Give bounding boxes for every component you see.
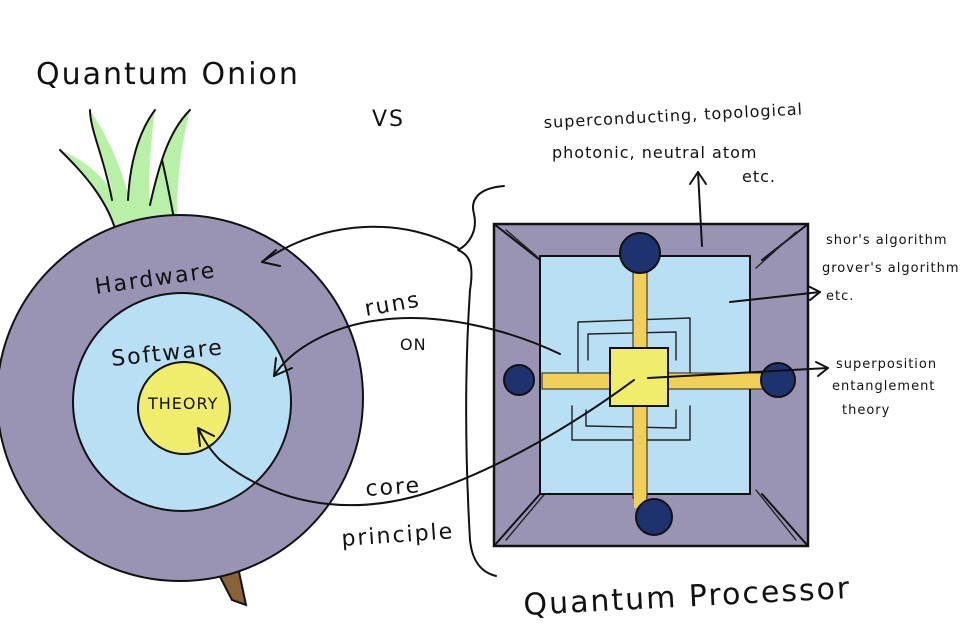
theory-terms-annotation: superposition entanglement theory (832, 357, 937, 418)
hardware-types-line-2: photonic, neutral atom (552, 143, 757, 162)
qubit-right (760, 362, 796, 398)
arrow-runs-on (273, 317, 561, 377)
algorithms-line-2: grover's algorithm (822, 261, 960, 276)
algorithms-line-3: etc. (826, 289, 854, 304)
vs-label: VS (372, 107, 405, 132)
on-label: ON (400, 335, 427, 354)
core-label: core (365, 473, 422, 502)
theory-label: THEORY (147, 394, 218, 413)
algorithms-line-1: shor's algorithm (826, 233, 948, 248)
qubit-top (619, 232, 661, 274)
theory-terms-line-3: theory (842, 403, 890, 418)
arrow-theory-terms (647, 367, 829, 379)
leaf-fill (60, 110, 190, 240)
connector-arrows (197, 171, 829, 507)
arrow-to-hardware (261, 225, 459, 263)
quantum-processor (492, 222, 810, 548)
theory-core (137, 361, 231, 455)
arrow-core-principle (197, 379, 635, 507)
arrow-hardware-types (697, 171, 703, 247)
processor-brace (457, 185, 505, 577)
runs-label: runs (363, 287, 423, 321)
theory-terms-line-2: entanglement (832, 379, 935, 394)
quantum-onion: Hardware Software THEORY (0, 109, 364, 607)
hardware-types-line-3: etc. (742, 167, 776, 186)
hardware-types-annotation: superconducting, topological photonic, n… (543, 99, 803, 186)
qubit-left (503, 364, 535, 396)
algorithms-annotation: shor's algorithm grover's algorithm etc. (822, 233, 960, 304)
principle-label: principle (341, 519, 455, 552)
diagram-title: Quantum Onion (36, 57, 300, 92)
processor-title: Quantum Processor (523, 571, 852, 623)
arrow-algorithms (729, 291, 821, 303)
theory-terms-line-1: superposition (836, 357, 937, 372)
qubit-bottom (635, 498, 673, 536)
hardware-types-line-1: superconducting, topological (543, 99, 803, 132)
